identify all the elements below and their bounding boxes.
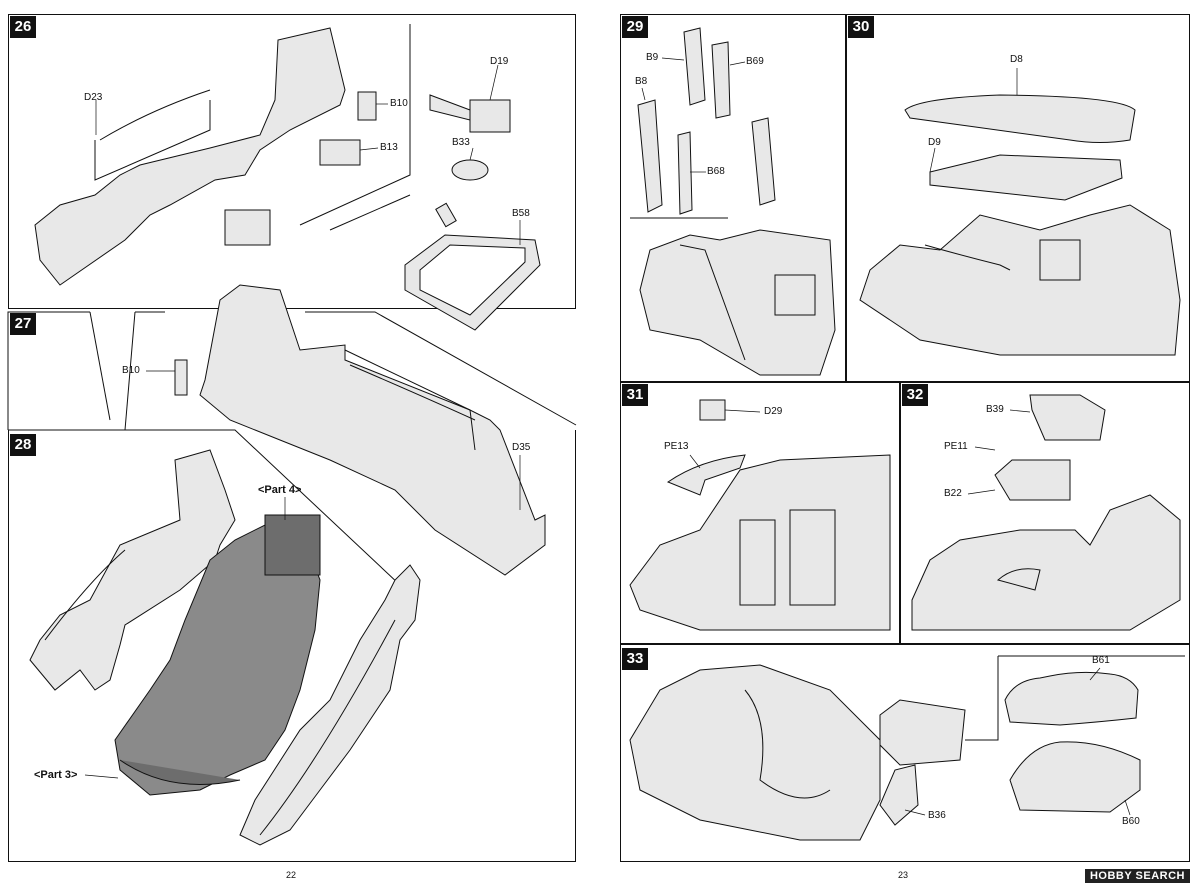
step-31-panel [620,382,900,644]
part-label-b39: B39 [986,404,1004,415]
part-label-b60: B60 [1122,816,1140,827]
part-label-d23: D23 [84,92,103,103]
part-label-b61: B61 [1092,655,1110,666]
part-label-d29: D29 [764,406,783,417]
step-32-panel [900,382,1190,644]
part-label-d8: D8 [1010,54,1023,65]
part-label-b68: B68 [707,166,725,177]
part-label-pe11: PE11 [944,441,968,452]
step-28-panel [8,430,576,862]
part-label-b69: B69 [746,56,764,67]
part-label-d35: D35 [512,442,531,453]
step-33-panel [620,644,1190,862]
step-30-badge: 30 [848,16,874,38]
part-label-b36: B36 [928,810,946,821]
part-label-d19: D19 [490,56,509,67]
part-3-label: <Part 3> [34,769,78,781]
part-label-d9: D9 [928,137,941,148]
step-26-panel [8,14,576,309]
part-label-b8: B8 [635,76,648,87]
part-label-b58: B58 [512,208,530,219]
part-label-b10-step27: B10 [122,365,140,376]
left-page-number: 22 [286,870,297,880]
step-27-badge: 27 [10,313,36,335]
step-33-badge: 33 [622,648,648,670]
part-label-b22: B22 [944,488,962,499]
part-4-label: <Part 4> [258,484,302,496]
watermark-logo: HOBBY SEARCH [1084,869,1190,883]
right-page-number: 23 [898,870,909,880]
step-29-panel [620,14,846,382]
part-label-b13: B13 [380,142,398,153]
step-26-badge: 26 [10,16,36,38]
step-30-panel [846,14,1190,382]
part-label-pe13: PE13 [664,441,689,452]
step-32-badge: 32 [902,384,928,406]
step-29-badge: 29 [622,16,648,38]
part-label-b10: B10 [390,98,408,109]
step-31-badge: 31 [622,384,648,406]
part-label-b33: B33 [452,137,470,148]
part-label-b9: B9 [646,52,659,63]
step-28-badge: 28 [10,434,36,456]
